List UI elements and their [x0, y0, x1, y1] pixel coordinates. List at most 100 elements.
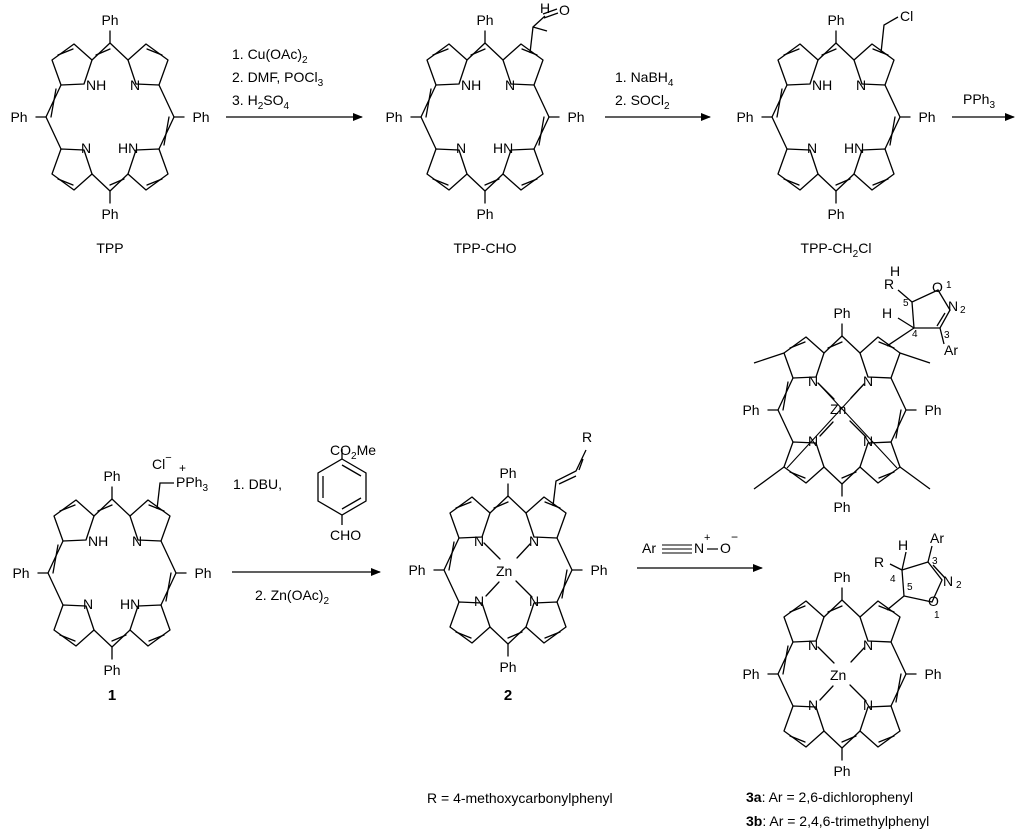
pyrrole-n-2: N	[529, 533, 539, 549]
reagent-1a: 1. Cu(OAc)2	[232, 46, 308, 66]
isoxazoline-ring-upper	[897, 289, 951, 345]
pyrrole-n-bottom: N	[807, 140, 817, 156]
pyrrole-hn: HN	[120, 596, 140, 612]
ring-num-1: 1	[934, 610, 940, 621]
pyrrole-n-2: N	[863, 373, 873, 389]
pyrrole-n-3: N	[808, 433, 818, 449]
aldehyde-h: H	[540, 0, 550, 16]
phenyl-right: Ph	[192, 109, 209, 125]
compound-tpp: Ph Ph Ph Ph NH N N HN	[10, 12, 209, 222]
pyrrole-n-4: N	[529, 593, 539, 609]
reagent-1c: 3. H2SO4	[232, 92, 289, 112]
ring-h-4: H	[882, 305, 892, 321]
phenyl-top: Ph	[101, 12, 118, 28]
compound-3b-definition: 3b: Ar = 2,4,6-trimethylphenyl	[746, 813, 929, 829]
ring-num-3: 3	[932, 556, 938, 567]
compound-tpp-cho: H O Ph Ph Ph Ph NH N N HN	[385, 0, 584, 222]
methyl-ester: CO2Me	[330, 442, 376, 462]
phenyl-right: Ph	[924, 666, 941, 682]
pyrrole-n-bottom: N	[83, 596, 93, 612]
substituent-r: R	[582, 429, 592, 445]
compound-3a-definition: 3a: Ar = 2,6-dichlorophenyl	[746, 789, 913, 805]
ring-num-2: 2	[956, 580, 962, 591]
zinc: Zn	[496, 563, 512, 579]
ring-ar: Ar	[944, 342, 958, 358]
reagent-3: PPh3	[963, 91, 995, 111]
phenyl-left: Ph	[742, 666, 759, 682]
arrow-step-2: 1. NaBH4 2. SOCl2	[605, 69, 711, 121]
chloro: Cl	[900, 8, 913, 24]
ring-h-5: H	[890, 263, 900, 279]
phenyl-bottom: Ph	[499, 659, 516, 675]
pyrrole-hn: HN	[493, 140, 513, 156]
nitrile-oxide-n: N	[694, 540, 704, 556]
phenyl-top: Ph	[833, 569, 850, 585]
ring-num-5: 5	[903, 298, 909, 309]
phenyl-left: Ph	[742, 402, 759, 418]
nitrile-oxide-o-charge: −	[731, 530, 738, 544]
ring-num-1: 1	[946, 280, 952, 291]
pyrrole-n-top: N	[505, 77, 515, 93]
compound-2: R Zn Ph Ph Ph Ph N N N N	[408, 429, 607, 675]
pyrrole-hn: HN	[118, 140, 138, 156]
ring-ar: Ar	[930, 530, 944, 546]
phenyl-top: Ph	[827, 12, 844, 28]
pyrrole-n-4: N	[863, 697, 873, 713]
phenyl-top: Ph	[833, 305, 850, 321]
nitrile-oxide-ar: Ar	[642, 540, 656, 556]
pyrrole-nh: NH	[812, 77, 832, 93]
pyrrole-n-bottom: N	[81, 140, 91, 156]
ring-num-4: 4	[912, 329, 918, 340]
pyrrole-n-3: N	[474, 593, 484, 609]
phosphonium: PPh3	[176, 474, 208, 494]
ring-r: R	[884, 276, 894, 292]
compound-1-label: 1	[108, 687, 116, 704]
phenyl-top: Ph	[103, 468, 120, 484]
pyrrole-n-top: N	[130, 77, 140, 93]
pyrrole-n-top: N	[856, 77, 866, 93]
phenyl-left: Ph	[408, 562, 425, 578]
ring-o: O	[928, 593, 939, 609]
phenyl-bottom: Ph	[827, 206, 844, 222]
phenyl-bottom: Ph	[833, 499, 850, 515]
pyrrole-n-3: N	[808, 697, 818, 713]
ring-r: R	[874, 554, 884, 570]
ring-n: N	[948, 298, 958, 314]
isoxazoline-ring-lower	[889, 545, 946, 603]
phenyl-top: Ph	[476, 12, 493, 28]
ring-num-3: 3	[944, 330, 950, 341]
pyrrole-nh: NH	[461, 77, 481, 93]
pyrrole-n-4: N	[863, 433, 873, 449]
phenyl-right: Ph	[194, 565, 211, 581]
aldehyde-benzene	[317, 449, 367, 525]
compound-tpp-ch2cl: Cl Ph Ph Ph Ph NH N N HN	[736, 8, 935, 222]
compound-3-upper: R H H O N Ar 1 2 3 4 5 Zn Ph Ph Ph Ph N …	[742, 263, 966, 515]
pyrrole-nh: NH	[86, 77, 106, 93]
ring-h: H	[898, 537, 908, 553]
tpp-label: TPP	[96, 240, 123, 256]
arrow-step-1: 1. Cu(OAc)2 2. DMF, POCl3 3. H2SO4	[226, 46, 363, 121]
ring-num-4: 4	[890, 574, 896, 585]
tpp-ch2cl-label: TPP-CH2Cl	[801, 240, 872, 260]
phenyl-top: Ph	[499, 465, 516, 481]
formyl: CHO	[330, 527, 361, 543]
compound-2-label: 2	[504, 687, 512, 704]
phenyl-left: Ph	[736, 109, 753, 125]
reagent-1b: 2. DMF, POCl3	[232, 69, 324, 89]
ring-num-2: 2	[960, 305, 966, 316]
ring-num-5: 5	[907, 582, 913, 593]
reagent-2a: 1. NaBH4	[615, 69, 674, 89]
arrow-step-3: PPh3	[952, 91, 1015, 121]
phosphonium-charge: +	[179, 461, 186, 475]
phenyl-left: Ph	[12, 565, 29, 581]
ring-n: N	[943, 573, 953, 589]
reagent-4-zinc: 2. Zn(OAc)2	[255, 587, 329, 607]
pyrrole-n-1: N	[474, 533, 484, 549]
compound-1: Cl− PPh3 + Ph Ph Ph Ph NH N N HN	[12, 452, 211, 678]
counterion-chloride: Cl−	[152, 452, 172, 472]
pyrrole-nh: NH	[88, 533, 108, 549]
phenyl-right: Ph	[924, 402, 941, 418]
reagent-2b: 2. SOCl2	[615, 92, 670, 112]
compound-3-lower: R H O N Ar 1 2 3 4 5 Zn Ph Ph Ph Ph N N …	[742, 530, 962, 779]
